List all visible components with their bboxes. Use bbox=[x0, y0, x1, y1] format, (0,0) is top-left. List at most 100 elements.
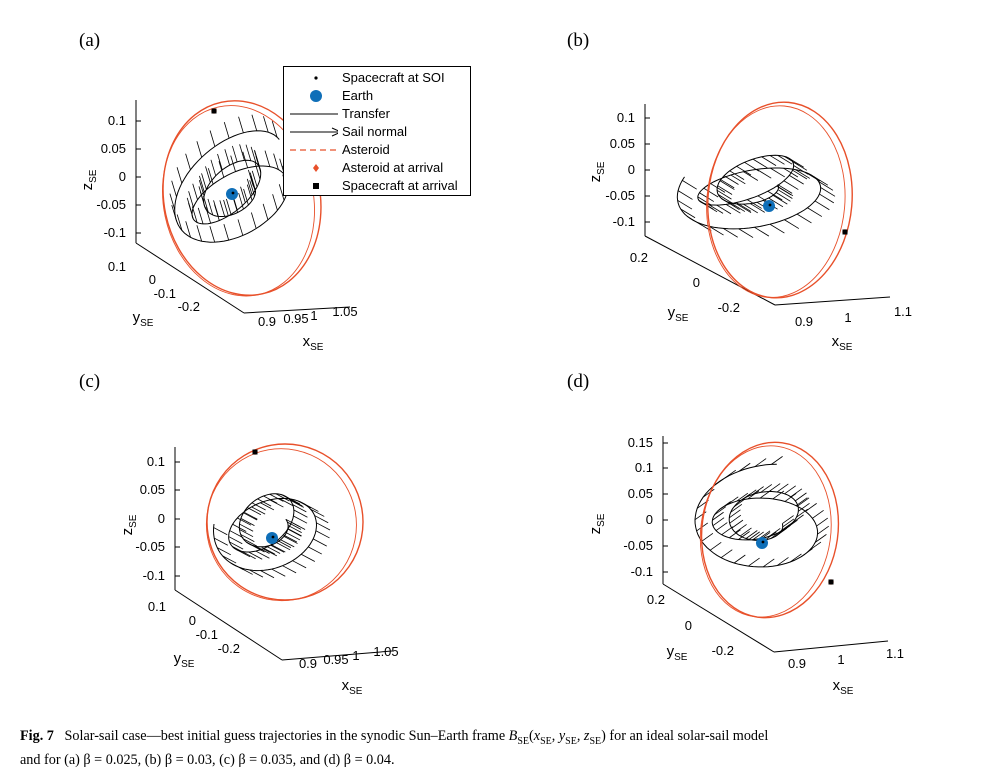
sail-normal-arrow bbox=[777, 155, 793, 165]
sail-normal-arrow bbox=[270, 544, 285, 553]
sail-normal-arrow bbox=[209, 226, 216, 243]
sail-normal-arrow bbox=[169, 193, 176, 210]
earth-marker bbox=[763, 200, 775, 212]
sail-normal-arrow bbox=[680, 208, 696, 219]
earth-marker bbox=[226, 188, 238, 200]
sail-normal-arrow bbox=[733, 554, 746, 564]
y-axis-label-sub: SE bbox=[674, 652, 688, 663]
asteroid-orbit-inner bbox=[699, 445, 832, 618]
sail-normal-arrow bbox=[769, 155, 785, 165]
sail-normal-arrow bbox=[729, 514, 742, 524]
asteroid-orbit bbox=[206, 443, 364, 601]
sail-normal-arrow bbox=[197, 207, 204, 224]
transfer-trajectory bbox=[174, 130, 289, 243]
legend-item-transfer: Transfer bbox=[284, 105, 470, 123]
sail-normal-arrow bbox=[288, 498, 303, 507]
sail-normal-arrow bbox=[287, 521, 302, 530]
sail-normal-arrow bbox=[712, 517, 725, 526]
sail-normal-arrows bbox=[694, 456, 829, 568]
sail-normal-arrow bbox=[260, 502, 275, 511]
sail-normal-arrow bbox=[243, 512, 258, 521]
sail-normal-arrow bbox=[719, 180, 735, 190]
sail-normal-arrow bbox=[301, 553, 316, 562]
sail-normal-arrow bbox=[710, 183, 726, 193]
z-tick-label: 0.15 bbox=[628, 435, 653, 450]
sail-normal-arrow bbox=[729, 509, 741, 519]
sail-normal-arrow bbox=[717, 194, 733, 204]
sail-normal-arrow bbox=[784, 485, 796, 495]
sail-normal-arrow bbox=[790, 488, 803, 498]
sail-normal-arrow bbox=[246, 178, 253, 195]
z-tick-label: -0.1 bbox=[143, 568, 165, 583]
sail-normal-arrow bbox=[224, 149, 231, 166]
sail-normal-arrow bbox=[217, 153, 223, 171]
sail-normal-arrow bbox=[223, 224, 230, 241]
sail-normal-arrow bbox=[255, 545, 270, 554]
y-tick-label: 0 bbox=[149, 272, 156, 287]
sail-normal-arrow bbox=[752, 531, 764, 541]
sail-normal-arrow bbox=[248, 551, 263, 560]
sail-normal-arrow bbox=[242, 538, 257, 547]
sail-normal-arrow bbox=[251, 114, 258, 131]
sail-normal-arrow bbox=[293, 509, 308, 518]
sail-normal-arrow bbox=[747, 490, 760, 500]
sail-normal-arrow bbox=[260, 546, 275, 555]
sail-normal-arrow bbox=[243, 511, 258, 520]
sail-normal-arrow bbox=[782, 518, 795, 528]
sail-normal-arrow bbox=[278, 184, 285, 201]
sail-normal-arrow bbox=[795, 169, 811, 179]
z-axis-label-sub: SE bbox=[88, 169, 99, 183]
sail-normal-arrow bbox=[731, 519, 744, 529]
legend: Spacecraft at SOI Earth Transfer Sail no… bbox=[283, 66, 471, 196]
sail-normal-arrow bbox=[708, 225, 724, 236]
spacecraft-arrival-marker bbox=[252, 449, 258, 455]
sail-normal-arrow bbox=[776, 483, 789, 493]
sail-normal-arrow bbox=[210, 159, 217, 176]
sail-normal-arrow bbox=[240, 534, 255, 543]
legend-item-sail-normal: Sail normal bbox=[284, 123, 470, 141]
sail-normal-arrow bbox=[719, 178, 735, 189]
sail-normal-arrow bbox=[249, 172, 256, 189]
sail-normal-arrow bbox=[767, 190, 783, 201]
x-tick-label: 1 bbox=[310, 308, 317, 323]
sail-normal-arrow bbox=[207, 168, 214, 185]
z-tick-label: -0.1 bbox=[613, 214, 635, 229]
sail-normal-arrow bbox=[776, 185, 792, 196]
sail-normal-arrow bbox=[818, 181, 834, 191]
sail-normal-arrow bbox=[243, 188, 249, 206]
sail-normal-arrow bbox=[743, 171, 759, 181]
sail-normal-arrow bbox=[286, 532, 301, 541]
sail-normal-arrow bbox=[772, 194, 788, 205]
red-diamond-icon bbox=[313, 164, 319, 172]
x-axis-line bbox=[773, 640, 889, 653]
spacecraft-arrival-marker bbox=[211, 108, 217, 114]
sail-normal-arrow bbox=[807, 207, 823, 217]
legend-item-earth: Earth bbox=[284, 87, 470, 105]
sail-normal-arrow bbox=[738, 228, 754, 238]
z-tick-label: 0 bbox=[646, 512, 653, 527]
sail-normal-arrow bbox=[795, 492, 807, 502]
sail-normal-arrow bbox=[820, 187, 836, 197]
y-tick-label: -0.2 bbox=[712, 643, 734, 658]
transfer-trajectory bbox=[676, 154, 822, 230]
sail-normal-arrow bbox=[201, 173, 207, 190]
sail-normal-arrow bbox=[743, 203, 759, 214]
x-tick-label: 0.9 bbox=[258, 314, 276, 329]
x-tick-label: 0.9 bbox=[299, 656, 317, 671]
sail-normal-arrow bbox=[817, 525, 829, 535]
spacecraft-arrival-marker bbox=[842, 229, 848, 235]
sail-normal-arrow bbox=[209, 130, 216, 147]
legend-item-spacecraft-soi: Spacecraft at SOI bbox=[284, 69, 470, 87]
sail-normal-arrow bbox=[229, 541, 244, 550]
sail-normal-arrow bbox=[733, 498, 746, 508]
sail-normal-arrow bbox=[768, 197, 784, 208]
z-axis-label: zSE bbox=[79, 169, 99, 190]
y-tick-label: -0.2 bbox=[218, 641, 240, 656]
sail-normal-arrow bbox=[263, 548, 278, 557]
z-axis-label-sub: SE bbox=[128, 514, 139, 528]
sail-normal-arrow bbox=[245, 144, 252, 161]
sail-normal-arrow bbox=[677, 190, 693, 200]
sail-normal-arrow bbox=[263, 116, 269, 133]
z-tick-label: 0.05 bbox=[628, 486, 653, 501]
x-tick-label: 0.95 bbox=[283, 311, 308, 326]
